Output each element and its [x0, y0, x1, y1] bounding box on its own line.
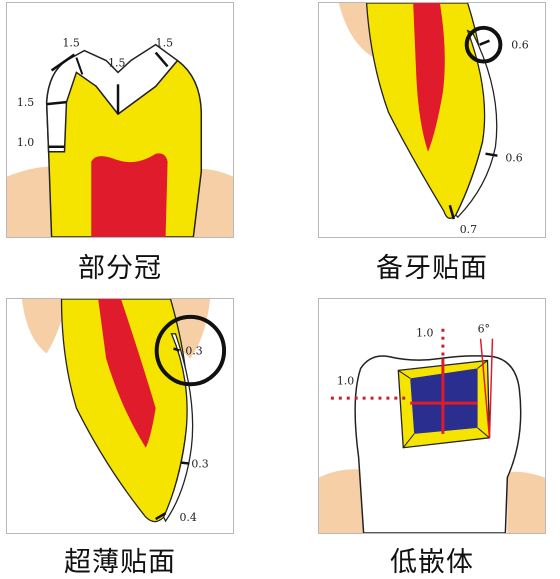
label-side-upper: 1.5: [17, 96, 34, 109]
prepared-veneer-diagram: 0.6 0.6 0.7: [338, 3, 529, 236]
mark-5: [154, 51, 169, 68]
label-middle: 0.3: [191, 458, 208, 471]
label-vertical: 1.0: [416, 327, 433, 340]
caption-ultrathin-veneer: 超薄贴面: [64, 547, 176, 578]
ultrathin-veneer-diagram: 0.3 0.3 0.4: [21, 299, 227, 524]
label-top-middle: 1.5: [108, 56, 125, 69]
highlight-circle: [464, 25, 503, 64]
gum-left: [319, 469, 364, 533]
mark-6: [75, 57, 84, 75]
gum-left: [21, 299, 67, 354]
mark-2: [181, 461, 190, 465]
mark-2: [485, 152, 498, 157]
mark-3: [155, 512, 167, 521]
gum-left: [7, 166, 52, 237]
label-top-left: 1.5: [63, 37, 80, 50]
panel-low-inlay: 1.0 1.0 6°: [318, 298, 546, 534]
label-middle: 0.6: [505, 152, 522, 165]
gum-right: [190, 168, 233, 237]
angle-line-2: [488, 338, 494, 438]
mark-1: [173, 347, 180, 352]
mark-2: [46, 100, 67, 106]
label-horizontal: 1.0: [337, 374, 354, 387]
label-top-right: 1.5: [156, 37, 173, 50]
mark-1: [479, 39, 490, 46]
highlight-circle: [154, 314, 227, 387]
label-upper: 0.6: [511, 39, 528, 52]
restoration-space: [45, 43, 179, 153]
panel-prepared-veneer: 0.6 0.6 0.7: [318, 2, 546, 238]
veneer-layer: [455, 29, 498, 219]
veneer-layer: [162, 333, 194, 523]
gum-right: [507, 471, 545, 533]
caption-prepared-veneer: 备牙贴面: [376, 253, 488, 284]
mark-3: [448, 204, 455, 220]
caption-low-inlay: 低嵌体: [390, 547, 474, 578]
label-tip: 0.7: [460, 223, 477, 236]
pulp: [413, 3, 445, 152]
mark-1: [50, 53, 76, 72]
label-upper: 0.3: [185, 345, 202, 358]
label-angle: 6°: [478, 323, 490, 336]
pulp: [98, 299, 156, 448]
panel-ultrathin-veneer: 0.3 0.3 0.4: [6, 298, 234, 534]
caption-partial-crown: 部分冠: [78, 253, 162, 284]
pulp: [91, 153, 168, 237]
bevel-3: [477, 427, 490, 439]
label-tip: 0.4: [179, 511, 196, 524]
angle-line-1: [479, 338, 491, 438]
low-inlay-diagram: 1.0 1.0 6°: [319, 323, 545, 533]
bevel-4: [402, 433, 415, 449]
bevel-1: [398, 369, 411, 379]
label-side-lower: 1.0: [17, 136, 34, 149]
panel-partial-crown: 1.5 1.5 1.5 1.5 1.0: [6, 2, 234, 238]
partial-crown-diagram: 1.5 1.5 1.5 1.5 1.0: [7, 37, 233, 237]
